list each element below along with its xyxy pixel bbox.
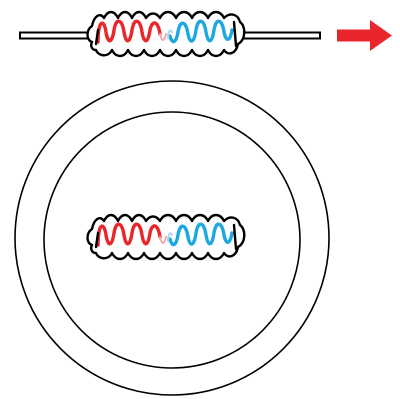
- coil-end-right-circle: [232, 223, 238, 251]
- coiled-segment-in-circle: [86, 213, 246, 261]
- coil-end-left-top: [94, 28, 100, 46]
- rod-left: [19, 31, 99, 40]
- blue-coil-top: [167, 19, 234, 44]
- coil-end-right-top: [232, 20, 238, 48]
- red-coil-top: [96, 19, 167, 44]
- arrow-right-icon: [337, 20, 392, 51]
- rod-right: [237, 31, 321, 40]
- blue-coil-circle: [167, 222, 234, 247]
- rod-with-coiled-segment: [19, 10, 321, 58]
- red-coil-circle: [96, 222, 167, 247]
- coil-end-left-circle: [94, 231, 100, 249]
